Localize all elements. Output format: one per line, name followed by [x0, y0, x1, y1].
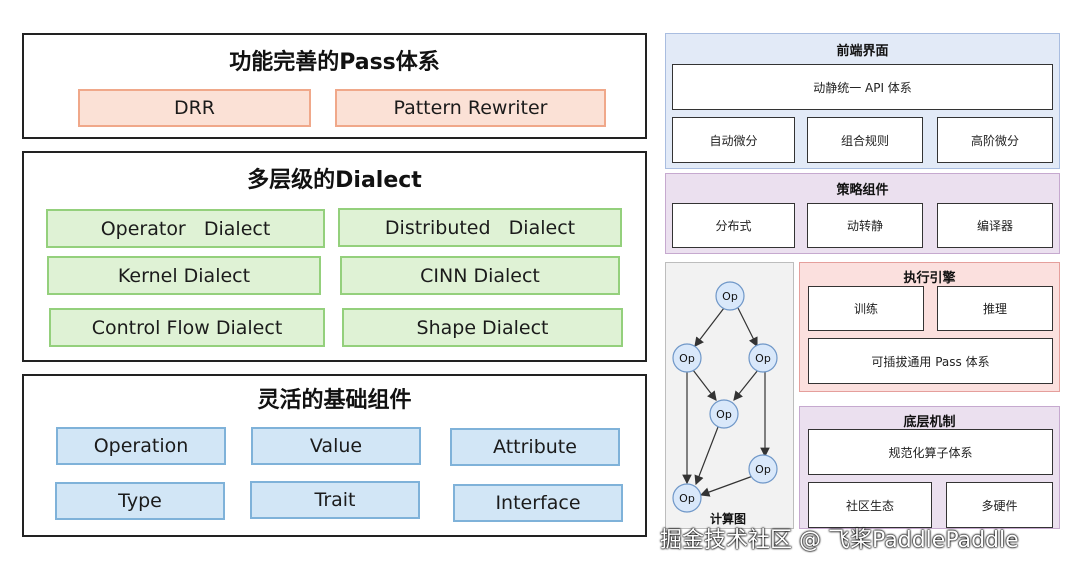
community-box: 社区生态: [808, 482, 932, 528]
control-flow-dialect-box: Control Flow Dialect: [49, 308, 325, 347]
training-box: 训练: [808, 286, 924, 331]
graph-node: [715, 281, 745, 311]
base-mechanism-section: 底层机制 规范化算子体系 社区生态 多硬件: [799, 406, 1060, 529]
graph-edge: [694, 307, 725, 347]
graph-node: [709, 399, 739, 429]
distributed-box: 分布式: [672, 203, 795, 248]
graph-node-label: Op: [679, 492, 695, 505]
trait-box: Trait: [250, 481, 420, 519]
engine-section: 执行引擎 训练 推理 可插拔通用 Pass 体系: [799, 262, 1060, 392]
graph-edge: [699, 475, 754, 497]
graph-nodes: [672, 281, 778, 513]
graph-edge: [694, 426, 719, 486]
type-box: Type: [55, 482, 225, 520]
graph-node-label: Op: [755, 352, 771, 365]
compute-graph-label: 计算图: [710, 512, 747, 526]
kernel-dialect-box: Kernel Dialect: [47, 256, 321, 295]
standard-ops-box: 规范化算子体系: [808, 429, 1053, 475]
inference-box: 推理: [937, 286, 1053, 331]
shape-dialect-box: Shape Dialect: [342, 308, 623, 347]
operator-dialect-box: Operator Dialect: [46, 209, 325, 248]
distributed-dialect-box: Distributed Dialect: [338, 208, 622, 247]
strategy-title: 策略组件: [836, 183, 889, 198]
frontend-title: 前端界面: [836, 44, 889, 59]
value-box: Value: [251, 427, 421, 465]
strategy-section: 策略组件 分布式 动转静 编译器: [665, 173, 1060, 254]
frontend-section: 前端界面 动静统一 API 体系 自动微分 组合规则 高阶微分: [665, 33, 1060, 169]
compute-graph-svg: Op Op Op Op Op Op: [672, 281, 778, 513]
graph-node-label: Op: [716, 408, 732, 421]
compiler-box: 编译器: [937, 203, 1053, 248]
dialect-panel: 多层级的Dialect Operator Dialect Distributed…: [22, 151, 647, 362]
graph-node-label: Op: [679, 352, 695, 365]
autodiff-box: 自动微分: [672, 117, 795, 163]
graph-edge: [733, 369, 759, 401]
base-mechanism-title: 底层机制: [903, 415, 956, 430]
graph-node: [672, 483, 702, 513]
api-system-box: 动静统一 API 体系: [672, 64, 1053, 110]
base-components-panel: 灵活的基础组件 Operation Value Attribute Type T…: [22, 374, 647, 537]
graph-edges: [682, 307, 770, 497]
dialect-title: 多层级的Dialect: [247, 168, 422, 193]
pass-system-panel: 功能完善的Pass体系 DRR Pattern Rewriter: [22, 33, 647, 139]
attribute-box: Attribute: [450, 428, 620, 466]
dy2static-box: 动转静: [807, 203, 923, 248]
graph-node-label: Op: [755, 463, 771, 476]
operation-box: Operation: [56, 427, 226, 465]
interface-box: Interface: [453, 484, 623, 522]
pattern-rewriter-box: Pattern Rewriter: [335, 89, 606, 127]
graph-node: [748, 343, 778, 373]
compute-graph-section: Op Op Op Op Op Op 计算图: [665, 262, 794, 529]
higher-order-diff-box: 高阶微分: [937, 117, 1053, 163]
drr-box: DRR: [78, 89, 311, 127]
base-components-title: 灵活的基础组件: [257, 388, 412, 413]
pluggable-pass-box: 可插拔通用 Pass 体系: [808, 338, 1053, 384]
graph-node: [672, 343, 702, 373]
watermark: 掘金技术社区 @ 飞桨PaddlePaddle: [660, 528, 1019, 553]
graph-node-label: Op: [722, 290, 738, 303]
cinn-dialect-box: CINN Dialect: [340, 256, 620, 295]
composite-rules-box: 组合规则: [807, 117, 923, 163]
graph-edge: [692, 369, 717, 401]
pass-system-title: 功能完善的Pass体系: [229, 50, 440, 75]
graph-edge: [737, 307, 758, 348]
multi-hardware-box: 多硬件: [946, 482, 1053, 528]
engine-title: 执行引擎: [903, 271, 956, 286]
graph-node: [748, 454, 778, 484]
